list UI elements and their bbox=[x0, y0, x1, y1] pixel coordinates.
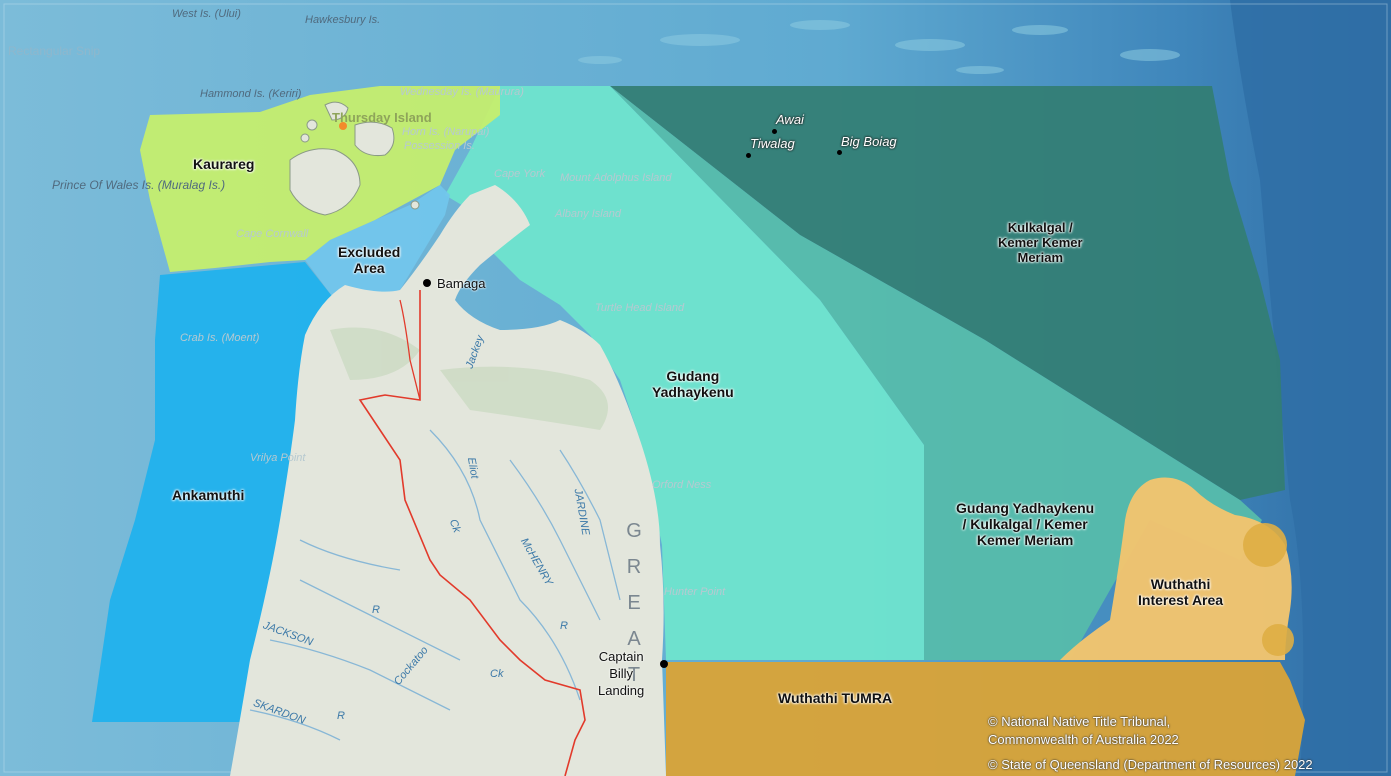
label-turtle-head: Turtle Head Island bbox=[595, 302, 685, 314]
label-vrilya: Vrilya Point bbox=[250, 452, 306, 464]
label-great: GREAT bbox=[623, 520, 645, 700]
tiwalag-marker[interactable] bbox=[746, 153, 751, 158]
label-kaurareg: Kaurareg bbox=[193, 156, 255, 172]
label-possession: Possession Is. bbox=[404, 140, 475, 152]
captain-billy-marker[interactable] bbox=[660, 660, 668, 668]
overlap-region bbox=[610, 86, 1262, 660]
ankamuthi-region bbox=[92, 262, 335, 722]
label-wuthathi-tumra: Wuthathi TUMRA bbox=[778, 690, 893, 706]
vegetation-patches bbox=[330, 327, 608, 430]
rectangular-snip-label: Rectangular Snip bbox=[8, 44, 101, 58]
label-tiwalag: Tiwalag bbox=[750, 136, 795, 151]
label-r-3: R bbox=[560, 620, 568, 632]
label-awai: Awai bbox=[776, 112, 804, 127]
label-overlap: Gudang Yadhaykenu / Kulkalgal / Kemer Ke… bbox=[956, 500, 1095, 548]
reef-patches bbox=[578, 20, 1180, 74]
wuthathi-interest-region bbox=[1060, 477, 1292, 660]
label-albany: Albany Island bbox=[555, 208, 622, 220]
label-r-2: R bbox=[337, 710, 345, 722]
big-boiag-marker[interactable] bbox=[837, 150, 842, 155]
awai-marker[interactable] bbox=[772, 129, 777, 134]
label-crab-is: Crab Is. (Moent) bbox=[180, 332, 260, 344]
label-r-1: R bbox=[372, 604, 380, 616]
label-orford-ness: Orford Ness bbox=[652, 479, 712, 491]
bamaga-marker[interactable] bbox=[423, 279, 431, 287]
rivers bbox=[249, 429, 621, 741]
label-ankamuthi: Ankamuthi bbox=[172, 487, 245, 503]
label-kulkalgal: Kulkalgal / Kemer Kemer Meriam bbox=[998, 220, 1083, 265]
kulkalgal-region bbox=[610, 86, 1285, 500]
label-cape-cornwall: Cape Cornwall bbox=[236, 228, 309, 240]
label-ck-2: Ck bbox=[490, 668, 504, 680]
deep-ocean bbox=[1230, 0, 1391, 776]
wuthathi-interest-lobe bbox=[1243, 523, 1287, 567]
attribution-line-2: Commonwealth of Australia 2022 bbox=[988, 732, 1179, 747]
side-road bbox=[399, 299, 421, 401]
label-hunter-point: Hunter Point bbox=[664, 586, 726, 598]
wuthathi-tumra-region bbox=[666, 662, 1305, 776]
label-wuthathi-interest: Wuthathi Interest Area bbox=[1138, 576, 1224, 608]
label-prince-of-wales: Prince Of Wales Is. (Muralag Is.) bbox=[52, 178, 226, 192]
main-road bbox=[358, 290, 586, 776]
label-captain-billy: Captain Billy Landing bbox=[598, 649, 645, 698]
label-thursday-island: Thursday Island bbox=[332, 110, 432, 125]
label-wednesday: Wednesday Is. (Maurura) bbox=[400, 86, 524, 98]
gudang-region bbox=[445, 86, 924, 660]
attribution-line-3: © State of Queensland (Department of Res… bbox=[988, 757, 1313, 772]
label-gudang-yadhaykenu: Gudang Yadhaykenu bbox=[652, 368, 734, 400]
label-cape-york: Cape York bbox=[494, 168, 546, 180]
label-hammond: Hammond Is. (Keriri) bbox=[200, 88, 302, 100]
thursday-island-marker bbox=[339, 122, 347, 130]
label-west-is: West Is. (Ului) bbox=[172, 8, 241, 20]
label-bamaga: Bamaga bbox=[437, 276, 486, 291]
label-big-boiag: Big Boiag bbox=[841, 134, 897, 149]
label-excluded-area: Excluded Area bbox=[338, 244, 401, 276]
label-mount-adolphus: Mount Adolphus Island bbox=[560, 172, 672, 184]
torres-islands bbox=[289, 101, 420, 216]
wuthathi-interest-lobe-2 bbox=[1262, 624, 1294, 656]
excluded-area-region bbox=[305, 185, 450, 310]
attribution-line-1: © National Native Title Tribunal, bbox=[988, 714, 1171, 729]
label-hawkesbury: Hawkesbury Is. bbox=[305, 14, 381, 26]
label-horn-is: Horn Is. (Narupai) bbox=[402, 126, 490, 138]
